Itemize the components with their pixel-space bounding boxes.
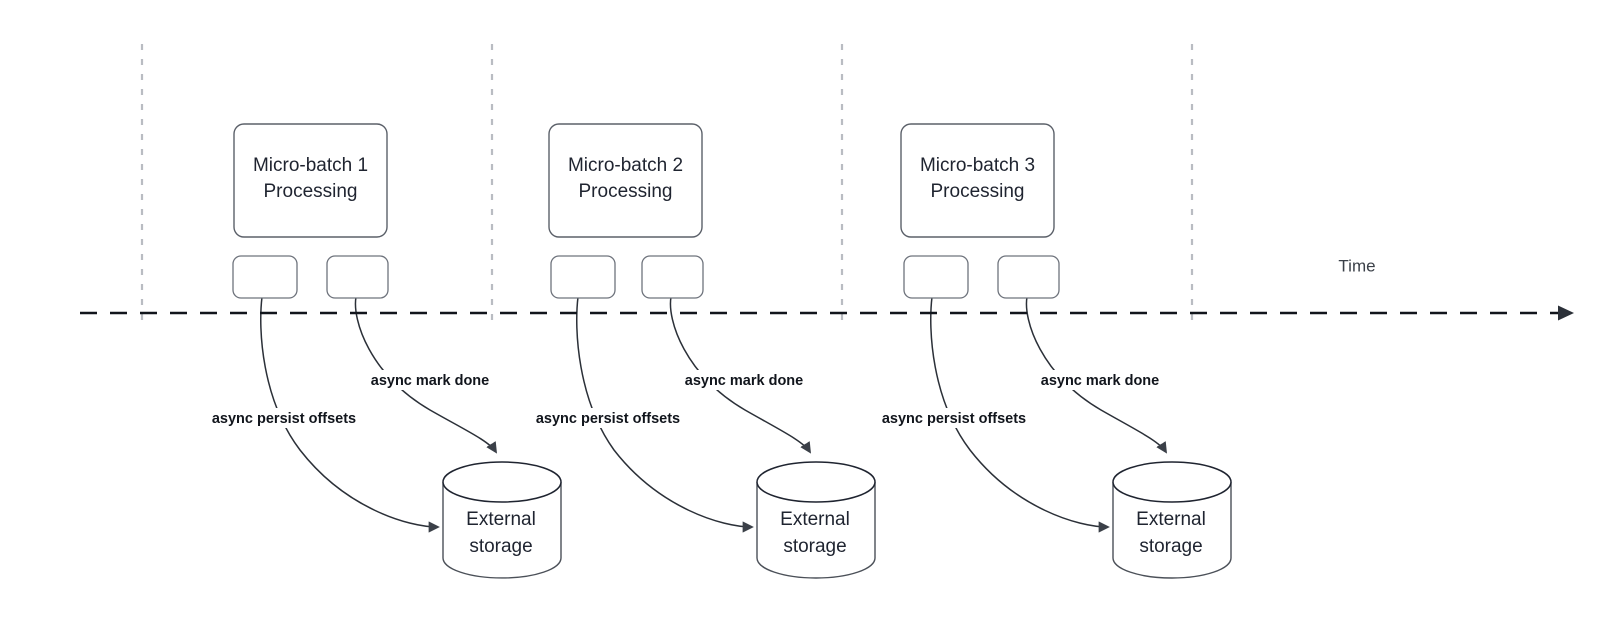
group-2: Micro-batch 2 Processing async mark done…	[520, 123, 876, 579]
micro-batch-label-1-line2: Processing	[264, 181, 358, 202]
timeline-arrowhead	[1558, 305, 1574, 321]
time-axis-label: Time	[1338, 256, 1375, 275]
external-storage-label-3-line1: External	[1136, 509, 1206, 530]
persist-label-bg-3	[866, 408, 1043, 428]
micro-batch-box-1[interactable]	[233, 123, 388, 238]
external-storage-cylinder-3[interactable]	[1112, 482, 1232, 579]
persist-offsets-label-2: async persist offsets	[536, 411, 680, 427]
micro-batch-label-2-line1: Micro-batch 2	[568, 155, 683, 176]
mark-done-label-1: async mark done	[371, 373, 489, 389]
micro-batch-box-2[interactable]	[548, 123, 703, 238]
mark-done-label-bg-2	[673, 370, 815, 390]
timeline-axis: Time	[80, 256, 1574, 321]
micro-batch-label-3-line1: Micro-batch 3	[920, 155, 1035, 176]
mini-box-1a[interactable]	[232, 255, 298, 299]
mark-done-label-3: async mark done	[1041, 373, 1159, 389]
mark-done-label-bg-3	[1029, 370, 1171, 390]
persist-offsets-curve-2	[576, 296, 754, 533]
external-storage-cylinder-top-2	[756, 461, 876, 503]
mark-done-label-bg-1	[359, 370, 501, 390]
mini-box-3a[interactable]	[903, 255, 969, 299]
mini-box-2a[interactable]	[550, 255, 616, 299]
external-storage-label-2-line2: storage	[783, 536, 846, 557]
persist-label-bg-2	[520, 408, 697, 428]
micro-batch-label-3-line2: Processing	[931, 181, 1025, 202]
external-storage-cylinder-2[interactable]	[756, 482, 876, 579]
external-storage-cylinder-1[interactable]	[442, 482, 562, 579]
external-storage-label-1-line1: External	[466, 509, 536, 530]
group-3: Micro-batch 3 Processing async mark done…	[866, 123, 1232, 579]
persist-label-bg-1	[196, 408, 373, 428]
external-storage-label-1-line2: storage	[469, 536, 532, 557]
persist-offsets-curve-3	[930, 296, 1110, 533]
mark-done-curve-2	[669, 296, 812, 454]
mark-done-label-2: async mark done	[685, 373, 803, 389]
mark-done-curve-3	[1025, 296, 1168, 454]
persist-offsets-label-3: async persist offsets	[882, 411, 1026, 427]
external-storage-cylinder-top-3	[1112, 461, 1232, 503]
tick-lines-group	[140, 44, 1194, 320]
external-storage-label-2-line1: External	[780, 509, 850, 530]
persist-offsets-label-1: async persist offsets	[212, 411, 356, 427]
external-storage-label-3-line2: storage	[1139, 536, 1202, 557]
group-1: Micro-batch 1 Processing async mark done…	[196, 123, 562, 579]
micro-batch-label-1-line1: Micro-batch 1	[253, 155, 368, 176]
micro-batch-box-3[interactable]	[900, 123, 1055, 238]
persist-offsets-curve-1	[260, 296, 440, 533]
mini-box-3b[interactable]	[997, 255, 1060, 299]
micro-batch-label-2-line2: Processing	[579, 181, 673, 202]
mini-box-2b[interactable]	[641, 255, 704, 299]
mark-done-curve-1	[354, 296, 498, 454]
external-storage-cylinder-top-1	[442, 461, 562, 503]
mini-box-1b[interactable]	[326, 255, 389, 299]
